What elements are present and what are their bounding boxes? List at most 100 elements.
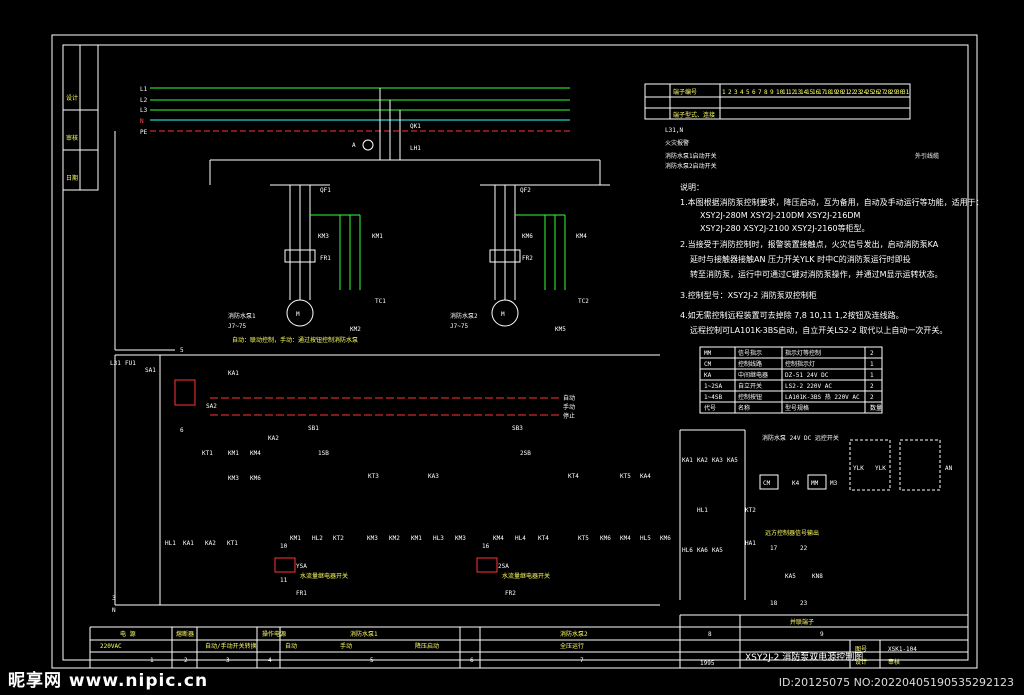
coil-row-left: HL1 KA1 KA2 KT1: [165, 540, 238, 547]
tb-s1: 自动: [285, 642, 297, 650]
note-3: 3.控制型号：XSY2J-2 消防泵双控制柜: [680, 290, 817, 300]
pump2-name: 消防水泵2: [450, 312, 478, 320]
terminal-number: 3: [734, 89, 738, 96]
parts-r4c2: LA101K-3BS 热 220V AC: [785, 393, 860, 401]
motor2: [491, 299, 519, 327]
tb-draw: 设计: [855, 658, 867, 666]
parts-r0c0: MM: [704, 350, 712, 357]
terminal-number: 4: [740, 89, 744, 96]
parts-r3c3: 2: [870, 383, 874, 390]
coil-row-pump1: KM1 HL2 KT2 KM3 KM2 KM1 HL3 KM3: [290, 535, 466, 542]
parts-r2c1: 中间继电器: [738, 371, 768, 379]
sa1-label: SA1: [145, 367, 156, 374]
terminal-number: 10: [776, 89, 784, 96]
coil-ka2: KA2: [205, 540, 216, 547]
tb-s2: 手动: [340, 642, 352, 650]
ka2-contact: KA2: [268, 435, 279, 442]
fr2-contact: FR2: [505, 590, 516, 597]
terminal-number: 11: [782, 89, 790, 96]
right-hl1: HL1: [697, 507, 708, 514]
tb-c1: 电 源: [120, 630, 136, 638]
an-label: AN: [945, 465, 953, 472]
pump1-fr1: FR1: [320, 255, 331, 262]
pump1-spec: J7~75: [228, 323, 246, 330]
parts-table: MM 信号指示 指示灯等控制 2 CM 控制线路 控制指示灯 1 KA 中间继电…: [699, 346, 883, 414]
right-ha1: HA1: [745, 540, 756, 547]
coil-a6: HL3: [433, 535, 444, 542]
terminal-number: 28: [884, 89, 892, 96]
parts-r3c0: 1~2SA: [704, 383, 722, 390]
parts-r3c2: LS2-2 220V AC: [785, 383, 832, 390]
tb-ref: 图号: [855, 646, 867, 653]
k4-box: K4: [792, 480, 800, 487]
zsa-label: 2SA: [498, 563, 509, 570]
parts-r3c1: 自立开关: [738, 382, 762, 390]
tb-n4: 4: [268, 657, 272, 664]
terminal-number: 5: [746, 89, 750, 96]
sb3-label: 2SB: [520, 450, 531, 457]
terminal-row-3: 消防水泵2启动开关: [665, 162, 717, 170]
main-breaker: A QK1 LH1: [209, 88, 601, 185]
pump1-km1: KM1: [372, 233, 383, 240]
ylk-right: YLK: [875, 465, 886, 472]
tb-n7: 7: [580, 657, 584, 664]
auto-manual-note: 自动：联动控制，手动：通过按钮控制消防水泵: [232, 336, 358, 344]
pressure-switch-2: 水流量继电器开关: [502, 572, 550, 580]
parts-r1c2: 控制指示灯: [785, 360, 815, 368]
pump1-tc1: TC1: [375, 298, 386, 305]
lh-label: LH1: [410, 145, 421, 152]
terminal-header: 端子编号: [673, 88, 697, 96]
ka3-label: KA3: [428, 473, 439, 480]
fu1-label: FU1: [125, 360, 136, 367]
terminal-number: 12: [788, 89, 796, 96]
coil-a5: KM1: [411, 535, 422, 542]
qf2-label: QF2: [520, 187, 531, 194]
tb-n2: 2: [184, 657, 188, 664]
notes: 说明： 1.本图根据消防泵控制要求，降压启动，互为备用，自动及手动运行等功能，适…: [680, 182, 984, 335]
note-2a: 延时与接触器接触AN 压力开关YLK 时中C的消防泵运行时即投: [690, 254, 911, 264]
pump2-km6: KM6: [522, 233, 533, 240]
parts-r5c3: 数量: [870, 404, 882, 412]
node-3: 3: [112, 595, 116, 602]
motor2-label: M: [501, 311, 505, 318]
tb-c5: 消防水泵1: [350, 630, 378, 638]
parts-r1c0: CM: [704, 361, 712, 368]
node-16: 16: [482, 543, 490, 550]
terminal-number: 1: [722, 89, 726, 96]
watermark-right: ID:20125075 NO:20220405190535292123: [778, 676, 1014, 689]
power-bus: L1 L2 L3 N PE: [140, 86, 570, 136]
ammeter-label: A: [352, 142, 356, 149]
coil-b3: KT5: [578, 535, 589, 542]
coil-a2: KT2: [333, 535, 344, 542]
tb-c4: 自动/手动开关转换: [205, 642, 257, 650]
m3-box: M3: [830, 480, 838, 487]
bus-l3: L3: [140, 107, 148, 114]
parts-r2c2: DZ-51 24V DC: [785, 372, 829, 379]
drawing-title: XSY2J-2 消防泵双电源控制图: [745, 651, 863, 663]
sb4-label: SB3: [512, 425, 523, 432]
terminal-number: 25: [866, 89, 874, 96]
parts-r1c3: 1: [870, 361, 874, 368]
terminal-number: 16: [812, 89, 820, 96]
remote-signal-label: 远方控制器信号输出: [765, 529, 819, 537]
terminal-number: 23: [854, 89, 862, 96]
km4-contact: KM4: [250, 450, 261, 457]
qk-label: QK1: [410, 123, 421, 130]
motor1-label: M: [296, 311, 300, 318]
sa2-label: SA2: [206, 403, 217, 410]
right-ka6: KA6: [697, 547, 708, 554]
inner-border: [62, 44, 969, 661]
pump1-km3: KM3: [318, 233, 329, 240]
coil-b2: KT4: [538, 535, 549, 542]
coil-hl1: HL1: [165, 540, 176, 547]
tb-s4: 全压运行: [560, 642, 584, 650]
bus-manual: 手动: [563, 403, 575, 411]
tb-c6: 消防水泵2: [560, 630, 588, 638]
terminal-number: 17: [818, 89, 826, 96]
note-1a: XSY2J-280M XSY2J-210DM XSY2J-216DM: [700, 211, 861, 220]
qf1-label: QF1: [320, 187, 331, 194]
control-circuit: L31 FU1 SA1 5 6 SA2 KA1 自动：联动控制，手动：通过按钮控…: [110, 336, 953, 614]
terminal-number: 30: [896, 89, 904, 96]
parts-r2c0: KA: [704, 372, 712, 379]
